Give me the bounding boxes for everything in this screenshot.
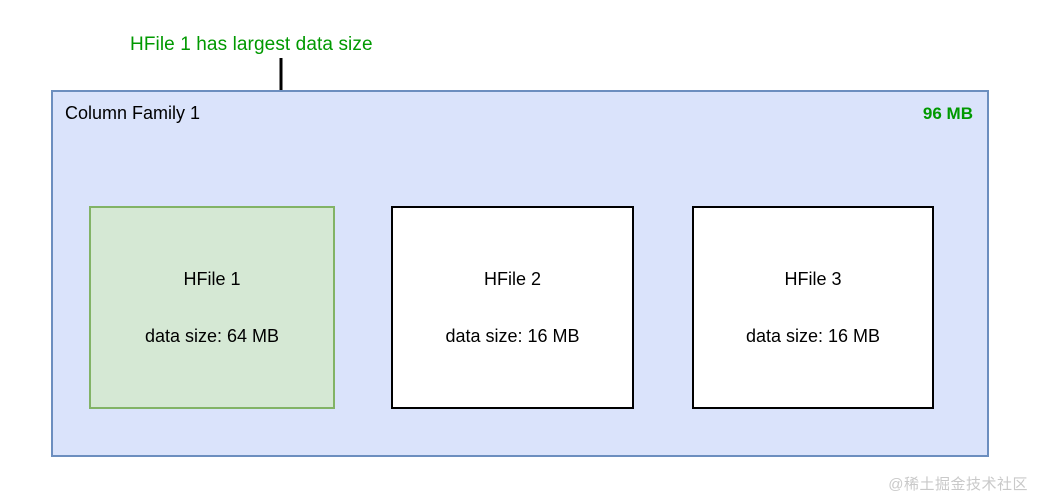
column-family-container: Column Family 1 96 MB HFile 1 data size:… xyxy=(51,90,989,457)
hfile-name-2: HFile 2 xyxy=(483,268,541,289)
annotation-label: HFile 1 has largest data size xyxy=(130,34,373,55)
hfile-box-1: HFile 1 data size: 64 MB xyxy=(89,206,335,409)
hfile-size-2: data size: 16 MB xyxy=(445,325,580,346)
hfile-name-3: HFile 3 xyxy=(784,268,842,289)
hfile-size-3: data size: 16 MB xyxy=(745,325,881,346)
column-family-title: Column Family 1 xyxy=(65,103,201,123)
watermark-label: @稀土掘金技术社区 xyxy=(888,476,1028,493)
hfile-box-3: HFile 3 data size: 16 MB xyxy=(692,206,934,409)
hfile-size-1: data size: 64 MB xyxy=(144,325,280,346)
hfile-box-2: HFile 2 data size: 16 MB xyxy=(391,206,634,409)
column-family-total-size: 96 MB xyxy=(922,104,973,123)
hfile-name-1: HFile 1 xyxy=(183,268,241,289)
